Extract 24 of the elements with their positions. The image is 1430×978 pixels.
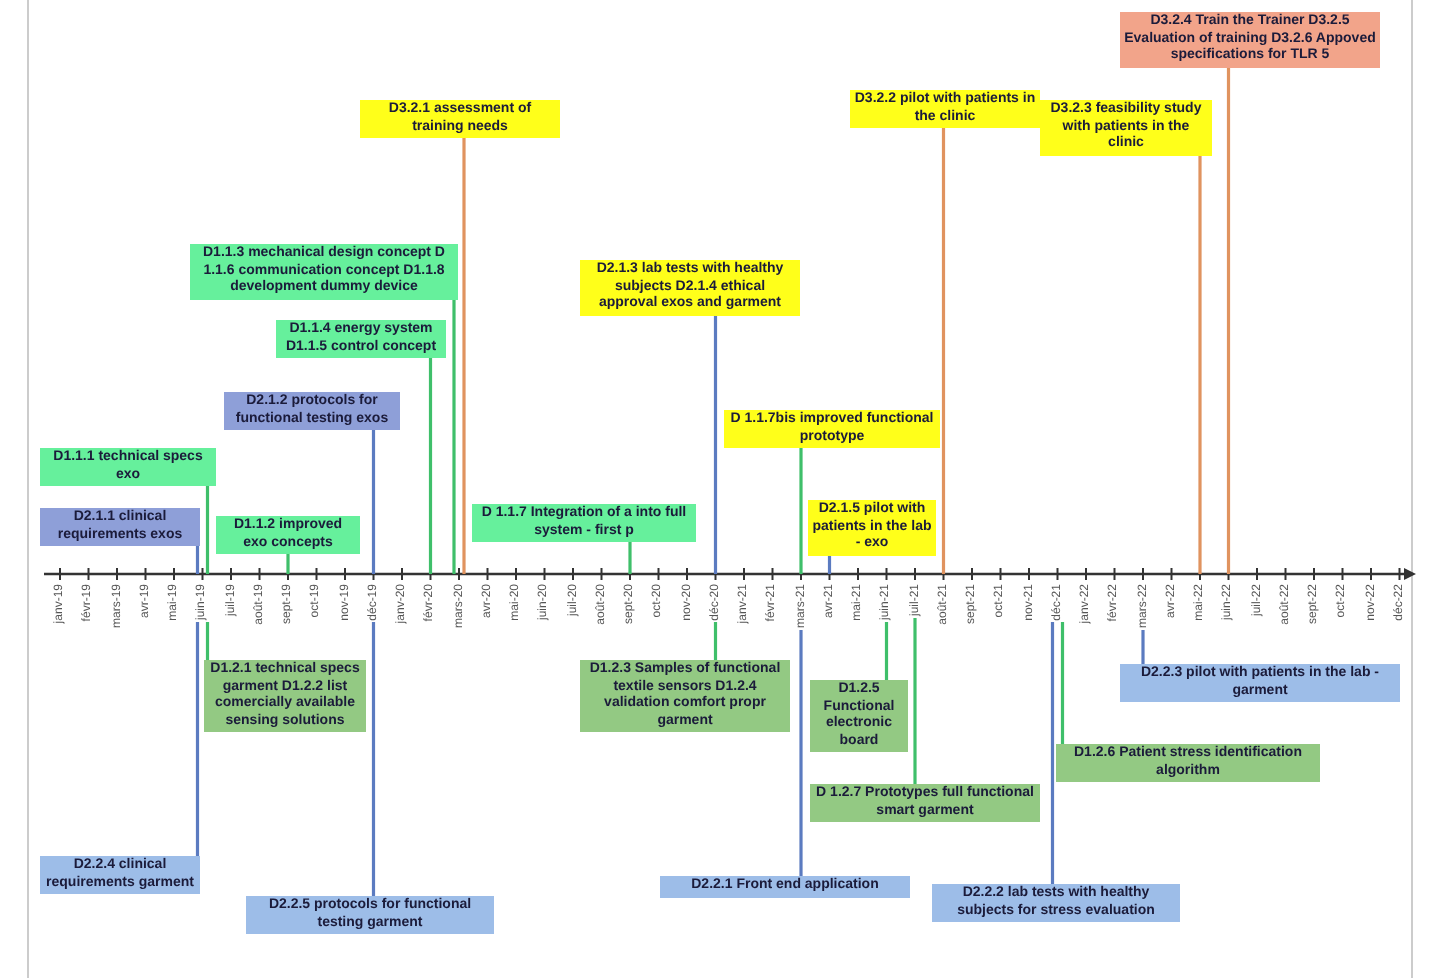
leader-line: [371, 622, 376, 896]
leader-line: [205, 622, 210, 660]
leader-line: [1141, 630, 1145, 664]
leader-line: [1060, 622, 1065, 744]
leader-line: [286, 554, 290, 574]
leader-line: [205, 486, 210, 574]
leader-line: [799, 448, 803, 574]
leader-line: [827, 556, 832, 574]
leader-line: [1050, 622, 1055, 884]
leader-line: [628, 542, 632, 574]
leader-line: [195, 622, 200, 856]
leader-line: [884, 622, 889, 680]
leader-line: [452, 300, 456, 574]
leader-line: [913, 618, 917, 784]
leader-line: [941, 128, 946, 574]
leader-line: [428, 358, 433, 574]
leader-line: [713, 622, 718, 660]
leader-line: [462, 138, 466, 574]
leader-line: [1226, 68, 1231, 574]
leader-line: [799, 630, 803, 876]
leader-line: [713, 316, 718, 574]
leader-line: [371, 430, 376, 574]
leader-line: [195, 546, 200, 574]
leader-line: [1198, 156, 1202, 574]
